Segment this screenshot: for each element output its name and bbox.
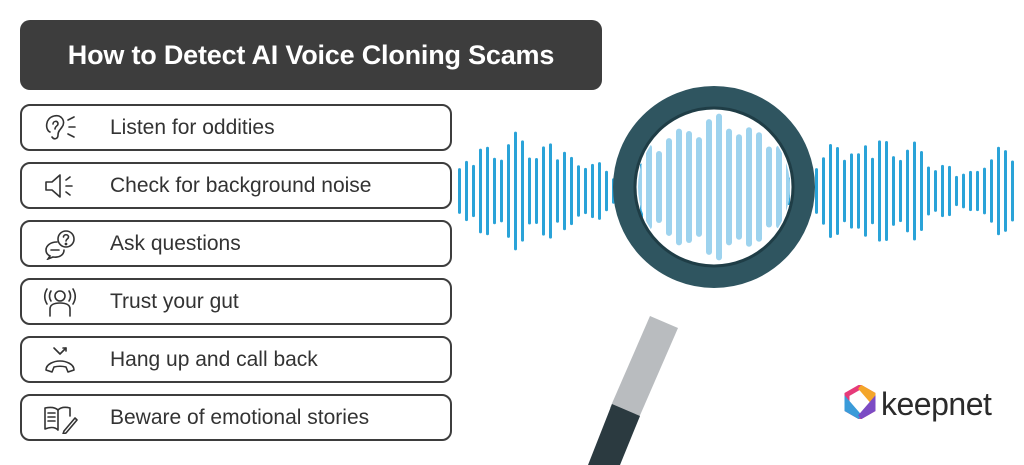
wave-bar bbox=[836, 146, 839, 236]
wave-bar bbox=[598, 162, 601, 220]
wave-bar bbox=[941, 164, 944, 218]
tip-label: Trust your gut bbox=[110, 289, 239, 313]
wave-bar bbox=[850, 153, 853, 229]
magnified-wave-bar bbox=[646, 144, 652, 230]
question-chat-icon bbox=[40, 228, 80, 260]
magnified-wave-bar bbox=[766, 146, 772, 228]
wave-bar bbox=[535, 157, 538, 225]
wave-bar bbox=[885, 141, 888, 241]
magnified-wave-bar bbox=[746, 127, 752, 247]
wave-bar bbox=[570, 156, 573, 226]
book-pen-icon bbox=[40, 402, 80, 434]
wave-bar bbox=[514, 131, 517, 251]
magnified-wave-bar bbox=[686, 130, 692, 244]
wave-bar bbox=[843, 159, 846, 223]
wave-bar bbox=[920, 151, 923, 231]
magnified-wave-bar bbox=[666, 138, 672, 236]
magnified-wave-bar bbox=[756, 132, 762, 242]
wave-bar bbox=[556, 159, 559, 223]
tip-trust-gut: Trust your gut bbox=[20, 278, 452, 325]
magnified-wave-bar bbox=[726, 128, 732, 246]
wave-bar bbox=[962, 173, 965, 209]
wave-bar bbox=[549, 143, 552, 239]
wave-bar bbox=[948, 165, 951, 217]
wave-bar bbox=[913, 141, 916, 241]
title-banner: How to Detect AI Voice Cloning Scams bbox=[20, 20, 602, 90]
tip-listen: Listen for oddities bbox=[20, 104, 452, 151]
wave-bar bbox=[493, 157, 496, 225]
wave-bar bbox=[829, 144, 832, 238]
wave-bar bbox=[1011, 160, 1014, 222]
tip-emotional-stories: Beware of emotional stories bbox=[20, 394, 452, 441]
tip-background-noise: Check for background noise bbox=[20, 162, 452, 209]
magnified-wave-bar bbox=[696, 137, 702, 237]
magnified-wave-bar bbox=[736, 134, 742, 240]
wave-bar bbox=[1004, 150, 1007, 232]
wave-bar bbox=[899, 159, 902, 223]
wave-bar bbox=[528, 157, 531, 225]
wave-bar bbox=[605, 170, 608, 212]
brand-name: keepnet bbox=[881, 386, 992, 422]
wave-bar bbox=[990, 159, 993, 223]
magnified-wave-bar bbox=[656, 151, 662, 223]
tip-label: Hang up and call back bbox=[110, 347, 318, 371]
tip-label: Beware of emotional stories bbox=[110, 405, 370, 429]
wave-bar bbox=[878, 140, 881, 242]
wave-bar bbox=[584, 167, 587, 215]
hang-up-icon bbox=[40, 344, 80, 376]
wave-bar bbox=[983, 167, 986, 215]
wave-bar bbox=[822, 157, 825, 225]
wave-bar bbox=[927, 166, 930, 216]
magnified-wave-bar bbox=[776, 145, 782, 229]
magnified-wave-bar bbox=[706, 119, 712, 255]
magnifier-handle bbox=[588, 316, 678, 465]
wave-bar bbox=[577, 165, 580, 217]
wave-bar bbox=[871, 157, 874, 225]
tip-hang-up: Hang up and call back bbox=[20, 336, 452, 383]
wave-bar bbox=[458, 168, 461, 214]
wave-bar bbox=[591, 163, 594, 219]
magnified-wave-bars bbox=[638, 113, 790, 261]
wave-bar bbox=[857, 153, 860, 229]
wave-bar bbox=[563, 151, 566, 231]
wave-bar bbox=[465, 160, 468, 222]
wave-bar bbox=[864, 145, 867, 237]
ear-icon bbox=[40, 112, 80, 144]
tip-ask-questions: Ask questions bbox=[20, 220, 452, 267]
tip-label: Ask questions bbox=[110, 231, 241, 255]
tip-label: Listen for oddities bbox=[110, 115, 275, 139]
wave-bar bbox=[955, 175, 958, 207]
wave-bar bbox=[521, 140, 524, 242]
wave-bar bbox=[892, 156, 895, 226]
wave-bar bbox=[472, 164, 475, 218]
wave-bar bbox=[906, 149, 909, 233]
wave-bar bbox=[507, 144, 510, 238]
speaker-icon bbox=[40, 170, 80, 202]
wave-bar bbox=[500, 159, 503, 223]
tip-label: Check for background noise bbox=[110, 173, 372, 197]
wave-bar bbox=[486, 146, 489, 236]
wave-bar bbox=[542, 146, 545, 236]
magnifier-ring bbox=[613, 86, 815, 288]
wave-bar bbox=[479, 148, 482, 234]
wave-bar bbox=[997, 146, 1000, 236]
person-alert-icon bbox=[40, 286, 80, 318]
keepnet-logo-icon bbox=[843, 384, 877, 424]
brand-logo: keepnet bbox=[843, 384, 992, 424]
page-title: How to Detect AI Voice Cloning Scams bbox=[67, 39, 555, 70]
wave-bar bbox=[934, 170, 937, 212]
magnified-wave-bar bbox=[716, 113, 722, 261]
magnified-wave-bar bbox=[676, 128, 682, 246]
tips-list: Listen for oddities Check for background… bbox=[20, 104, 452, 452]
wave-bar bbox=[976, 170, 979, 212]
wave-bar bbox=[815, 168, 818, 214]
wave-bar bbox=[969, 170, 972, 212]
